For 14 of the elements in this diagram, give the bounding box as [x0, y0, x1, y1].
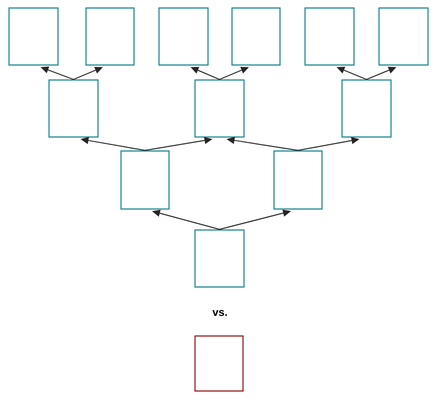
- box: [85, 7, 135, 66]
- box: [48, 79, 99, 138]
- box: [158, 7, 209, 66]
- vs-label: vs.: [212, 310, 227, 316]
- box: [231, 7, 281, 66]
- box: [194, 335, 244, 392]
- box: [273, 150, 323, 210]
- box: [304, 7, 355, 66]
- box: [378, 7, 429, 66]
- box: [120, 150, 170, 210]
- box: [194, 79, 245, 138]
- box: [8, 7, 59, 66]
- box: [194, 229, 245, 288]
- box: [341, 79, 392, 138]
